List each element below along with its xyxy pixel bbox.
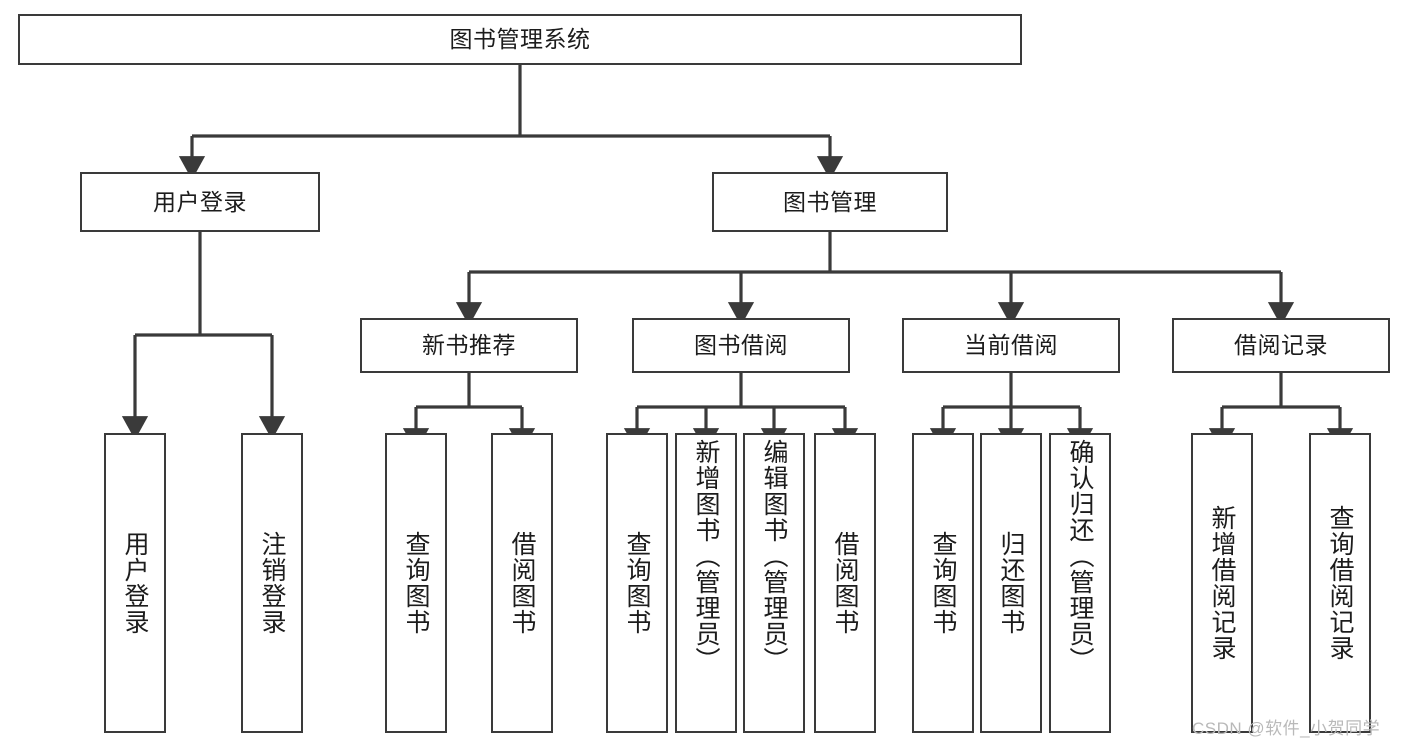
node-book-borrow[interactable]: 图书借阅 [632, 318, 850, 373]
node-leaf-add-record[interactable]: 新增借阅记录 [1191, 433, 1253, 733]
node-leaf-query-book-a[interactable]: 查询图书 [385, 433, 447, 733]
node-leaf-add-book[interactable]: 新增图书（管理员） [675, 433, 737, 733]
node-borrow-record-label: 借阅记录 [1234, 332, 1328, 358]
node-leaf-query-book-c[interactable]: 查询图书 [912, 433, 974, 733]
node-leaf-user-logout[interactable]: 注销登录 [241, 433, 303, 733]
node-book-manage[interactable]: 图书管理 [712, 172, 948, 232]
node-leaf-user-login-label: 用户登录 [121, 531, 149, 635]
node-leaf-user-login[interactable]: 用户登录 [104, 433, 166, 733]
node-new-book-rec-label: 新书推荐 [422, 332, 516, 358]
node-leaf-edit-book[interactable]: 编辑图书（管理员） [743, 433, 805, 733]
node-leaf-borrow-book-b-label: 借阅图书 [831, 531, 859, 635]
node-leaf-user-logout-label: 注销登录 [258, 531, 286, 635]
node-book-borrow-label: 图书借阅 [694, 332, 788, 358]
node-leaf-return-book-label: 归还图书 [997, 531, 1025, 635]
node-leaf-borrow-book-a-label: 借阅图书 [508, 531, 536, 635]
node-leaf-borrow-book-a[interactable]: 借阅图书 [491, 433, 553, 733]
node-leaf-edit-book-label: 编辑图书（管理员） [760, 439, 788, 673]
node-root[interactable]: 图书管理系统 [18, 14, 1022, 65]
node-user-login-label: 用户登录 [153, 188, 247, 215]
node-borrow-record[interactable]: 借阅记录 [1172, 318, 1390, 373]
node-current-borrow[interactable]: 当前借阅 [902, 318, 1120, 373]
node-leaf-query-record[interactable]: 查询借阅记录 [1309, 433, 1371, 733]
node-leaf-borrow-book-b[interactable]: 借阅图书 [814, 433, 876, 733]
node-user-login[interactable]: 用户登录 [80, 172, 320, 232]
node-book-manage-label: 图书管理 [783, 188, 877, 215]
node-leaf-query-record-label: 查询借阅记录 [1326, 505, 1354, 661]
node-leaf-query-book-c-label: 查询图书 [929, 531, 957, 635]
node-leaf-query-book-b-label: 查询图书 [623, 531, 651, 635]
node-leaf-confirm-return-label: 确认归还（管理员） [1066, 439, 1094, 673]
node-leaf-query-book-b[interactable]: 查询图书 [606, 433, 668, 733]
node-leaf-return-book[interactable]: 归还图书 [980, 433, 1042, 733]
node-leaf-add-record-label: 新增借阅记录 [1208, 505, 1236, 661]
node-leaf-query-book-a-label: 查询图书 [402, 531, 430, 635]
node-leaf-confirm-return[interactable]: 确认归还（管理员） [1049, 433, 1111, 733]
node-new-book-rec[interactable]: 新书推荐 [360, 318, 578, 373]
node-leaf-add-book-label: 新增图书（管理员） [692, 439, 720, 673]
node-root-label: 图书管理系统 [449, 26, 591, 52]
node-current-borrow-label: 当前借阅 [964, 332, 1058, 358]
